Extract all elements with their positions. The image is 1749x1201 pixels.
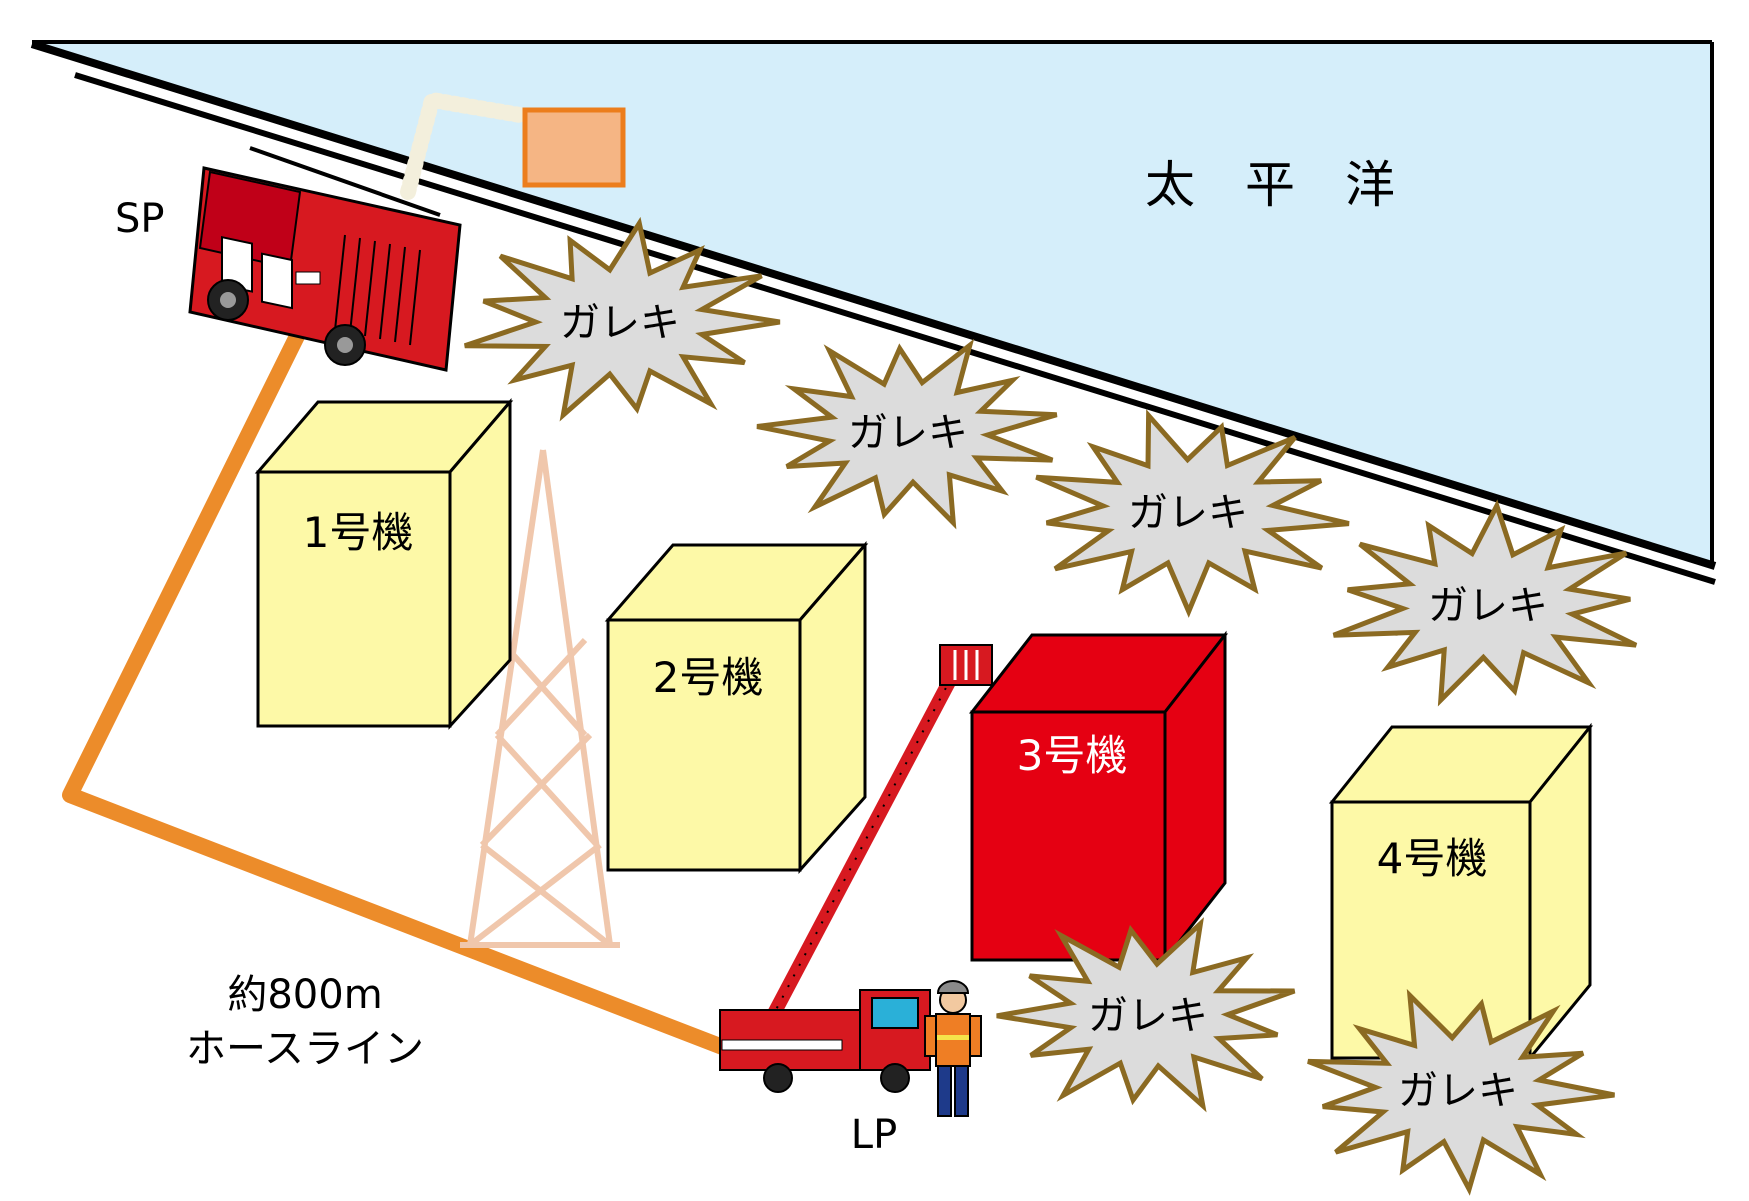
intake-box — [522, 107, 626, 188]
rubble-burst-icon — [996, 917, 1296, 1113]
rubble-burst-icon — [756, 338, 1058, 530]
sp-label: SP — [115, 196, 165, 242]
transmission-tower — [460, 449, 620, 948]
rubble-burst-icon — [464, 216, 781, 422]
unit-4-label: 4号機 — [1377, 834, 1488, 883]
seawall-line-1 — [30, 40, 1717, 570]
unit-4-building — [1328, 722, 1594, 1063]
rubble-label: ガレキ — [1428, 583, 1548, 629]
hose-line-label: ホースライン — [186, 1026, 424, 1072]
rubble-burst-icon — [1332, 499, 1638, 707]
rubble-label: ガレキ — [1398, 1068, 1518, 1114]
ocean-label: 太 平 洋 — [1145, 156, 1395, 214]
lp-ladder-truck-icon — [719, 644, 993, 1093]
unit-1-label: 1号機 — [303, 508, 414, 557]
intake-hose — [400, 90, 528, 200]
rubble-label: ガレキ — [848, 410, 968, 456]
sp-pump-truck-icon — [188, 146, 462, 372]
unit-1-building — [254, 397, 514, 730]
unit-2-label: 2号機 — [653, 653, 764, 702]
rubble-burst-icon — [1035, 409, 1350, 618]
rubble-burst-icon — [1307, 988, 1615, 1196]
lp-label: LP — [851, 1112, 897, 1158]
rubble-label: ガレキ — [1128, 490, 1248, 536]
seawall-line-2 — [74, 72, 1716, 585]
firefighter-icon — [924, 980, 982, 1117]
rubble-label: ガレキ — [560, 300, 680, 346]
hose-line — [62, 314, 728, 1056]
unit-2-building — [604, 540, 869, 874]
unit-3-label: 3号機 — [1017, 731, 1128, 780]
rubble-label: ガレキ — [1088, 993, 1208, 1039]
unit-3-building — [968, 630, 1229, 965]
hose-distance-label: 約800m — [227, 972, 382, 1018]
